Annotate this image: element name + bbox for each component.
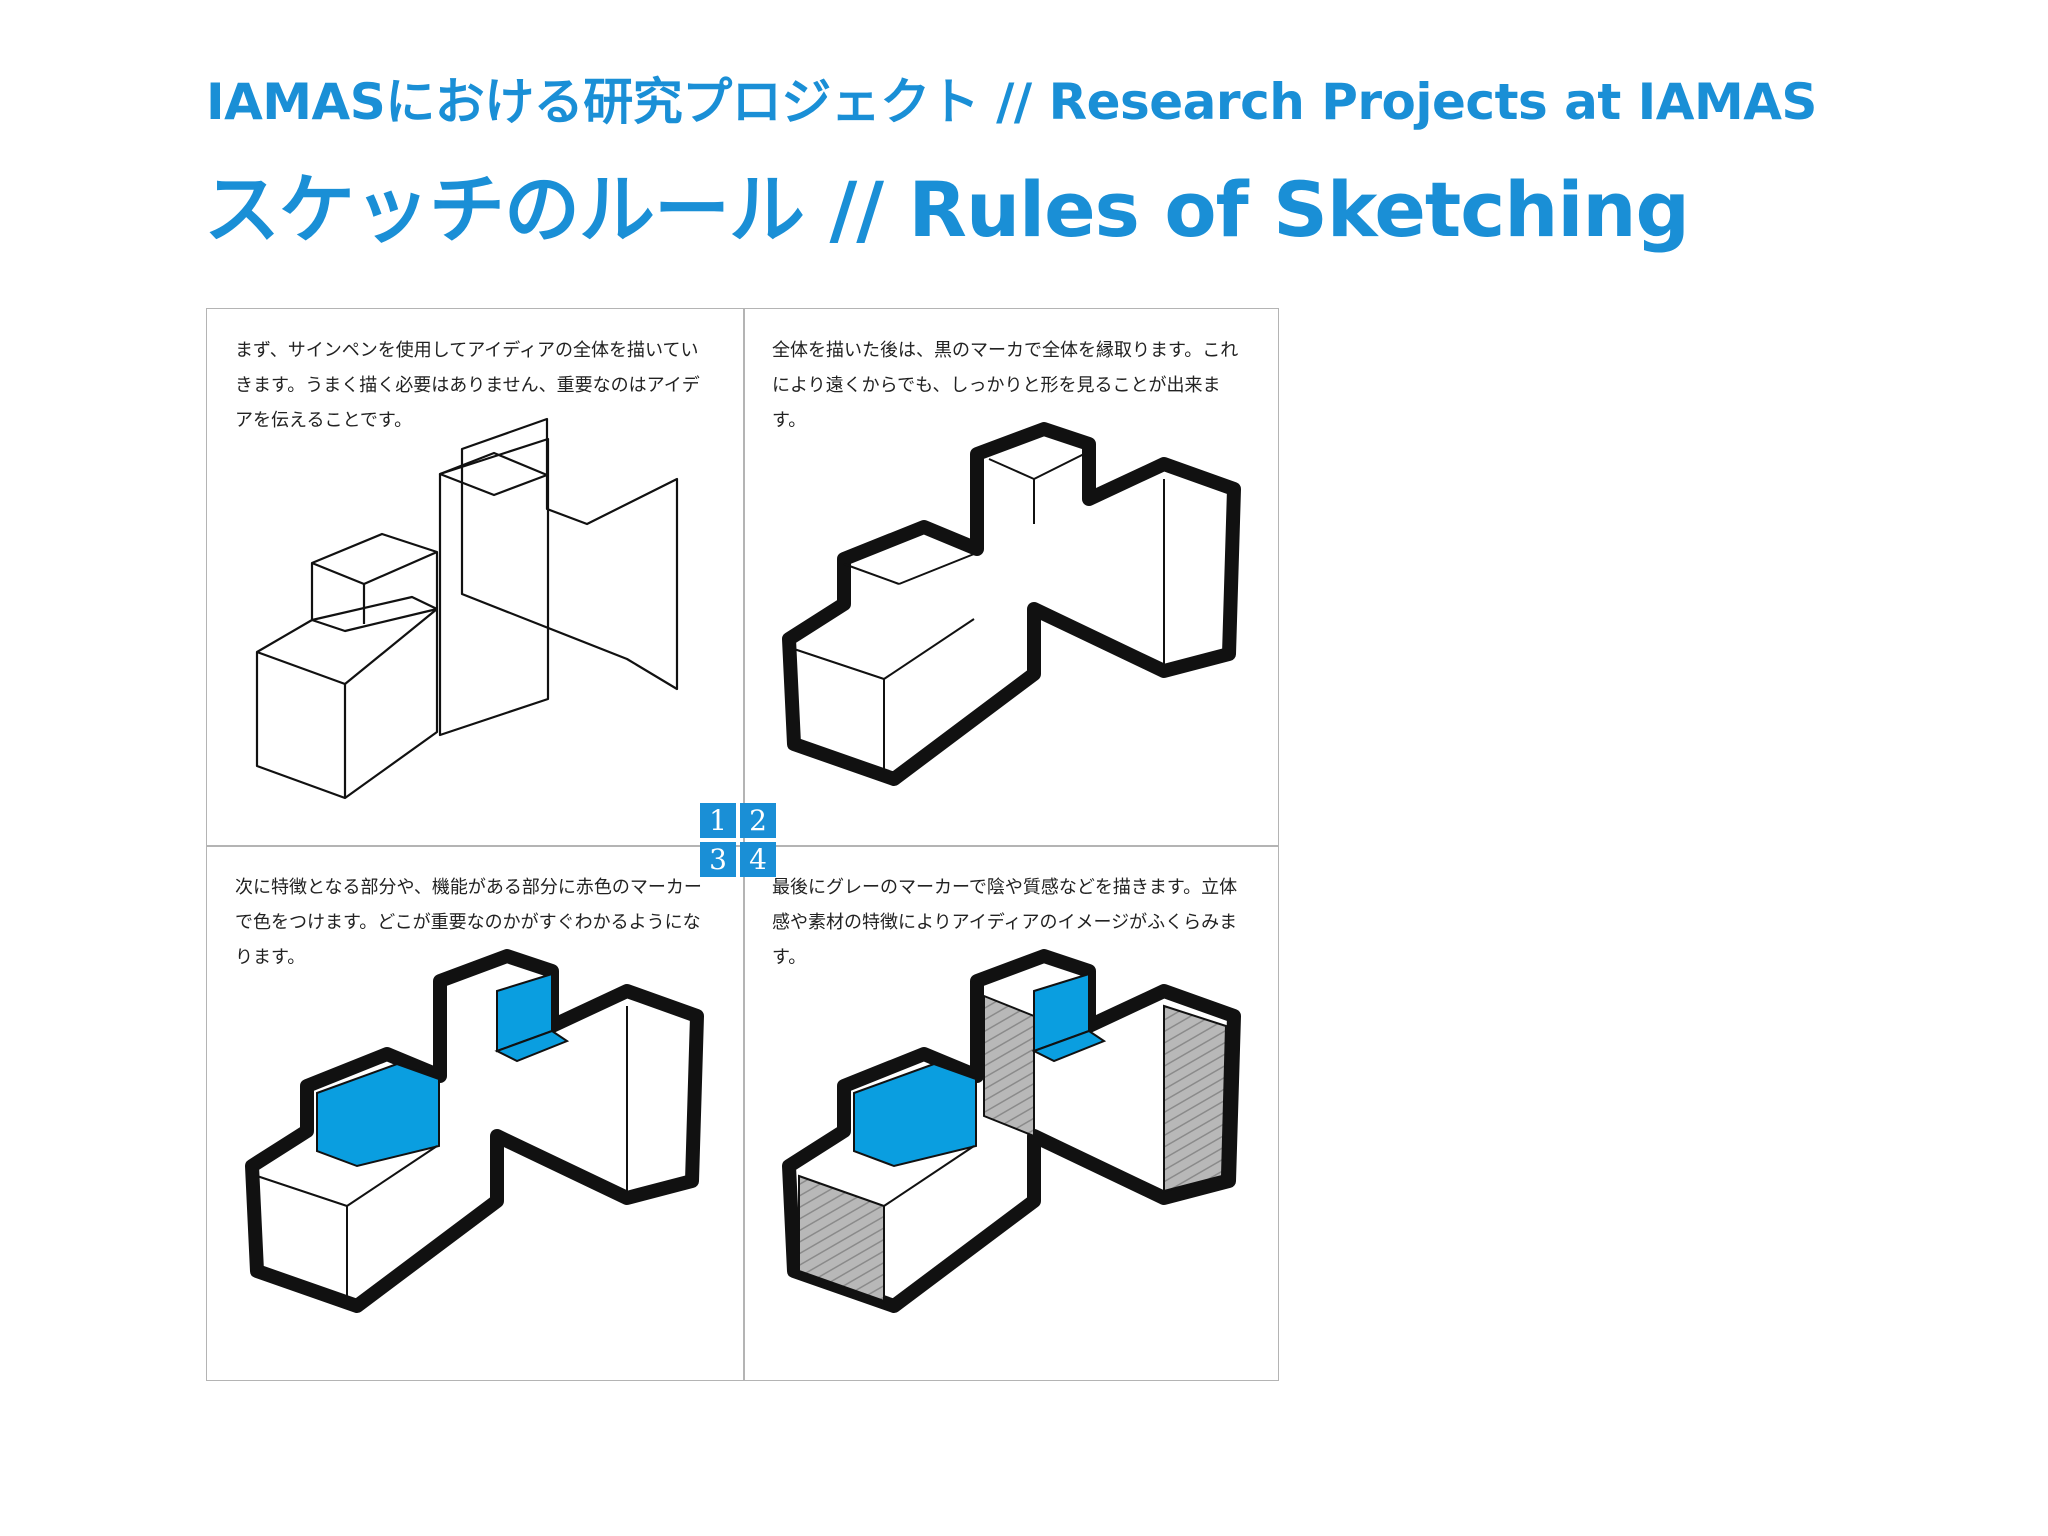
step-3-text: 次に特徴となる部分や、機能がある部分に赤色のマーカーで色をつけます。どこが重要な… xyxy=(235,877,702,968)
step-panel-4: 最後にグレーのマーカーで陰や質感などを描きます。立体感や素材の特徴によりアイディ… xyxy=(744,846,1280,1382)
step-3-sketch xyxy=(245,949,704,1313)
step-2-sketch xyxy=(782,422,1241,786)
step-panel-3: 次に特徴となる部分や、機能がある部分に赤色のマーカーで色をつけます。どこが重要な… xyxy=(207,846,743,1382)
step-4-text: 最後にグレーのマーカーで陰や質感などを描きます。立体感や素材の特徴によりアイディ… xyxy=(772,877,1238,968)
page-title-line2: スケッチのルール // Rules of Sketching xyxy=(204,165,1690,254)
step-panel-2: 全体を描いた後は、黒のマーカで全体を縁取ります。これにより遠くからでも、しっかり… xyxy=(744,309,1280,845)
step-number-2: 2 xyxy=(740,803,776,838)
step-4-sketch xyxy=(782,949,1241,1313)
step-1-text: まず、サインペンを使用してアイディアの全体を描いていきます。うまく描く必要はあり… xyxy=(235,340,700,431)
page-title-line1: IAMASにおける研究プロジェクト // Research Projects a… xyxy=(206,73,1817,131)
sketch-steps-grid: まず、サインペンを使用してアイディアの全体を描いていきます。うまく描く必要はあり… xyxy=(206,308,1279,1381)
step-2-text: 全体を描いた後は、黒のマーカで全体を縁取ります。これにより遠くからでも、しっかり… xyxy=(772,340,1239,431)
step-number-1: 1 xyxy=(700,803,736,838)
step-number-4: 4 xyxy=(740,842,776,877)
step-number-3: 3 xyxy=(700,842,736,877)
step-panel-1: まず、サインペンを使用してアイディアの全体を描いていきます。うまく描く必要はあり… xyxy=(207,309,743,845)
step-1-sketch xyxy=(255,417,679,800)
